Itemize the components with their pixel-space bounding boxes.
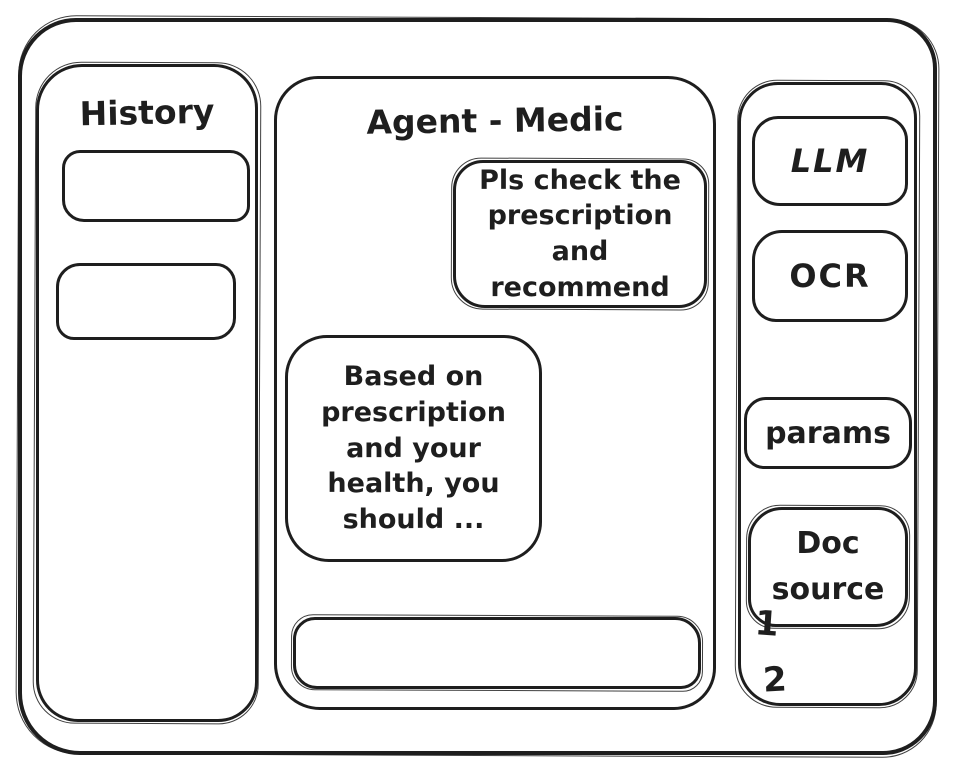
llm-button[interactable]: LLM — [752, 116, 908, 206]
history-panel: History — [36, 64, 258, 722]
history-item[interactable] — [56, 263, 236, 340]
chat-panel: Agent - Medic Pls check the prescription… — [274, 76, 716, 710]
history-title: History — [79, 91, 215, 134]
assistant-message-bubble: Based on prescription and your health, y… — [285, 335, 542, 562]
ocr-button[interactable]: OCR — [752, 230, 908, 322]
doc-source-item-1[interactable]: 1 — [753, 603, 781, 645]
doc-source-button[interactable]: Doc source — [748, 507, 908, 627]
chat-title: Agent - Medic — [366, 99, 624, 142]
tools-panel: LLM OCR params Doc source 1 2 — [738, 82, 917, 706]
doc-source-item-2[interactable]: 2 — [761, 659, 788, 701]
params-button[interactable]: params — [744, 397, 912, 469]
app-window-frame: History Agent - Medic Pls check the pres… — [18, 18, 937, 755]
history-item[interactable] — [62, 150, 250, 222]
user-message-bubble: Pls check the prescription and recommend — [453, 160, 707, 308]
message-input[interactable] — [293, 617, 701, 689]
